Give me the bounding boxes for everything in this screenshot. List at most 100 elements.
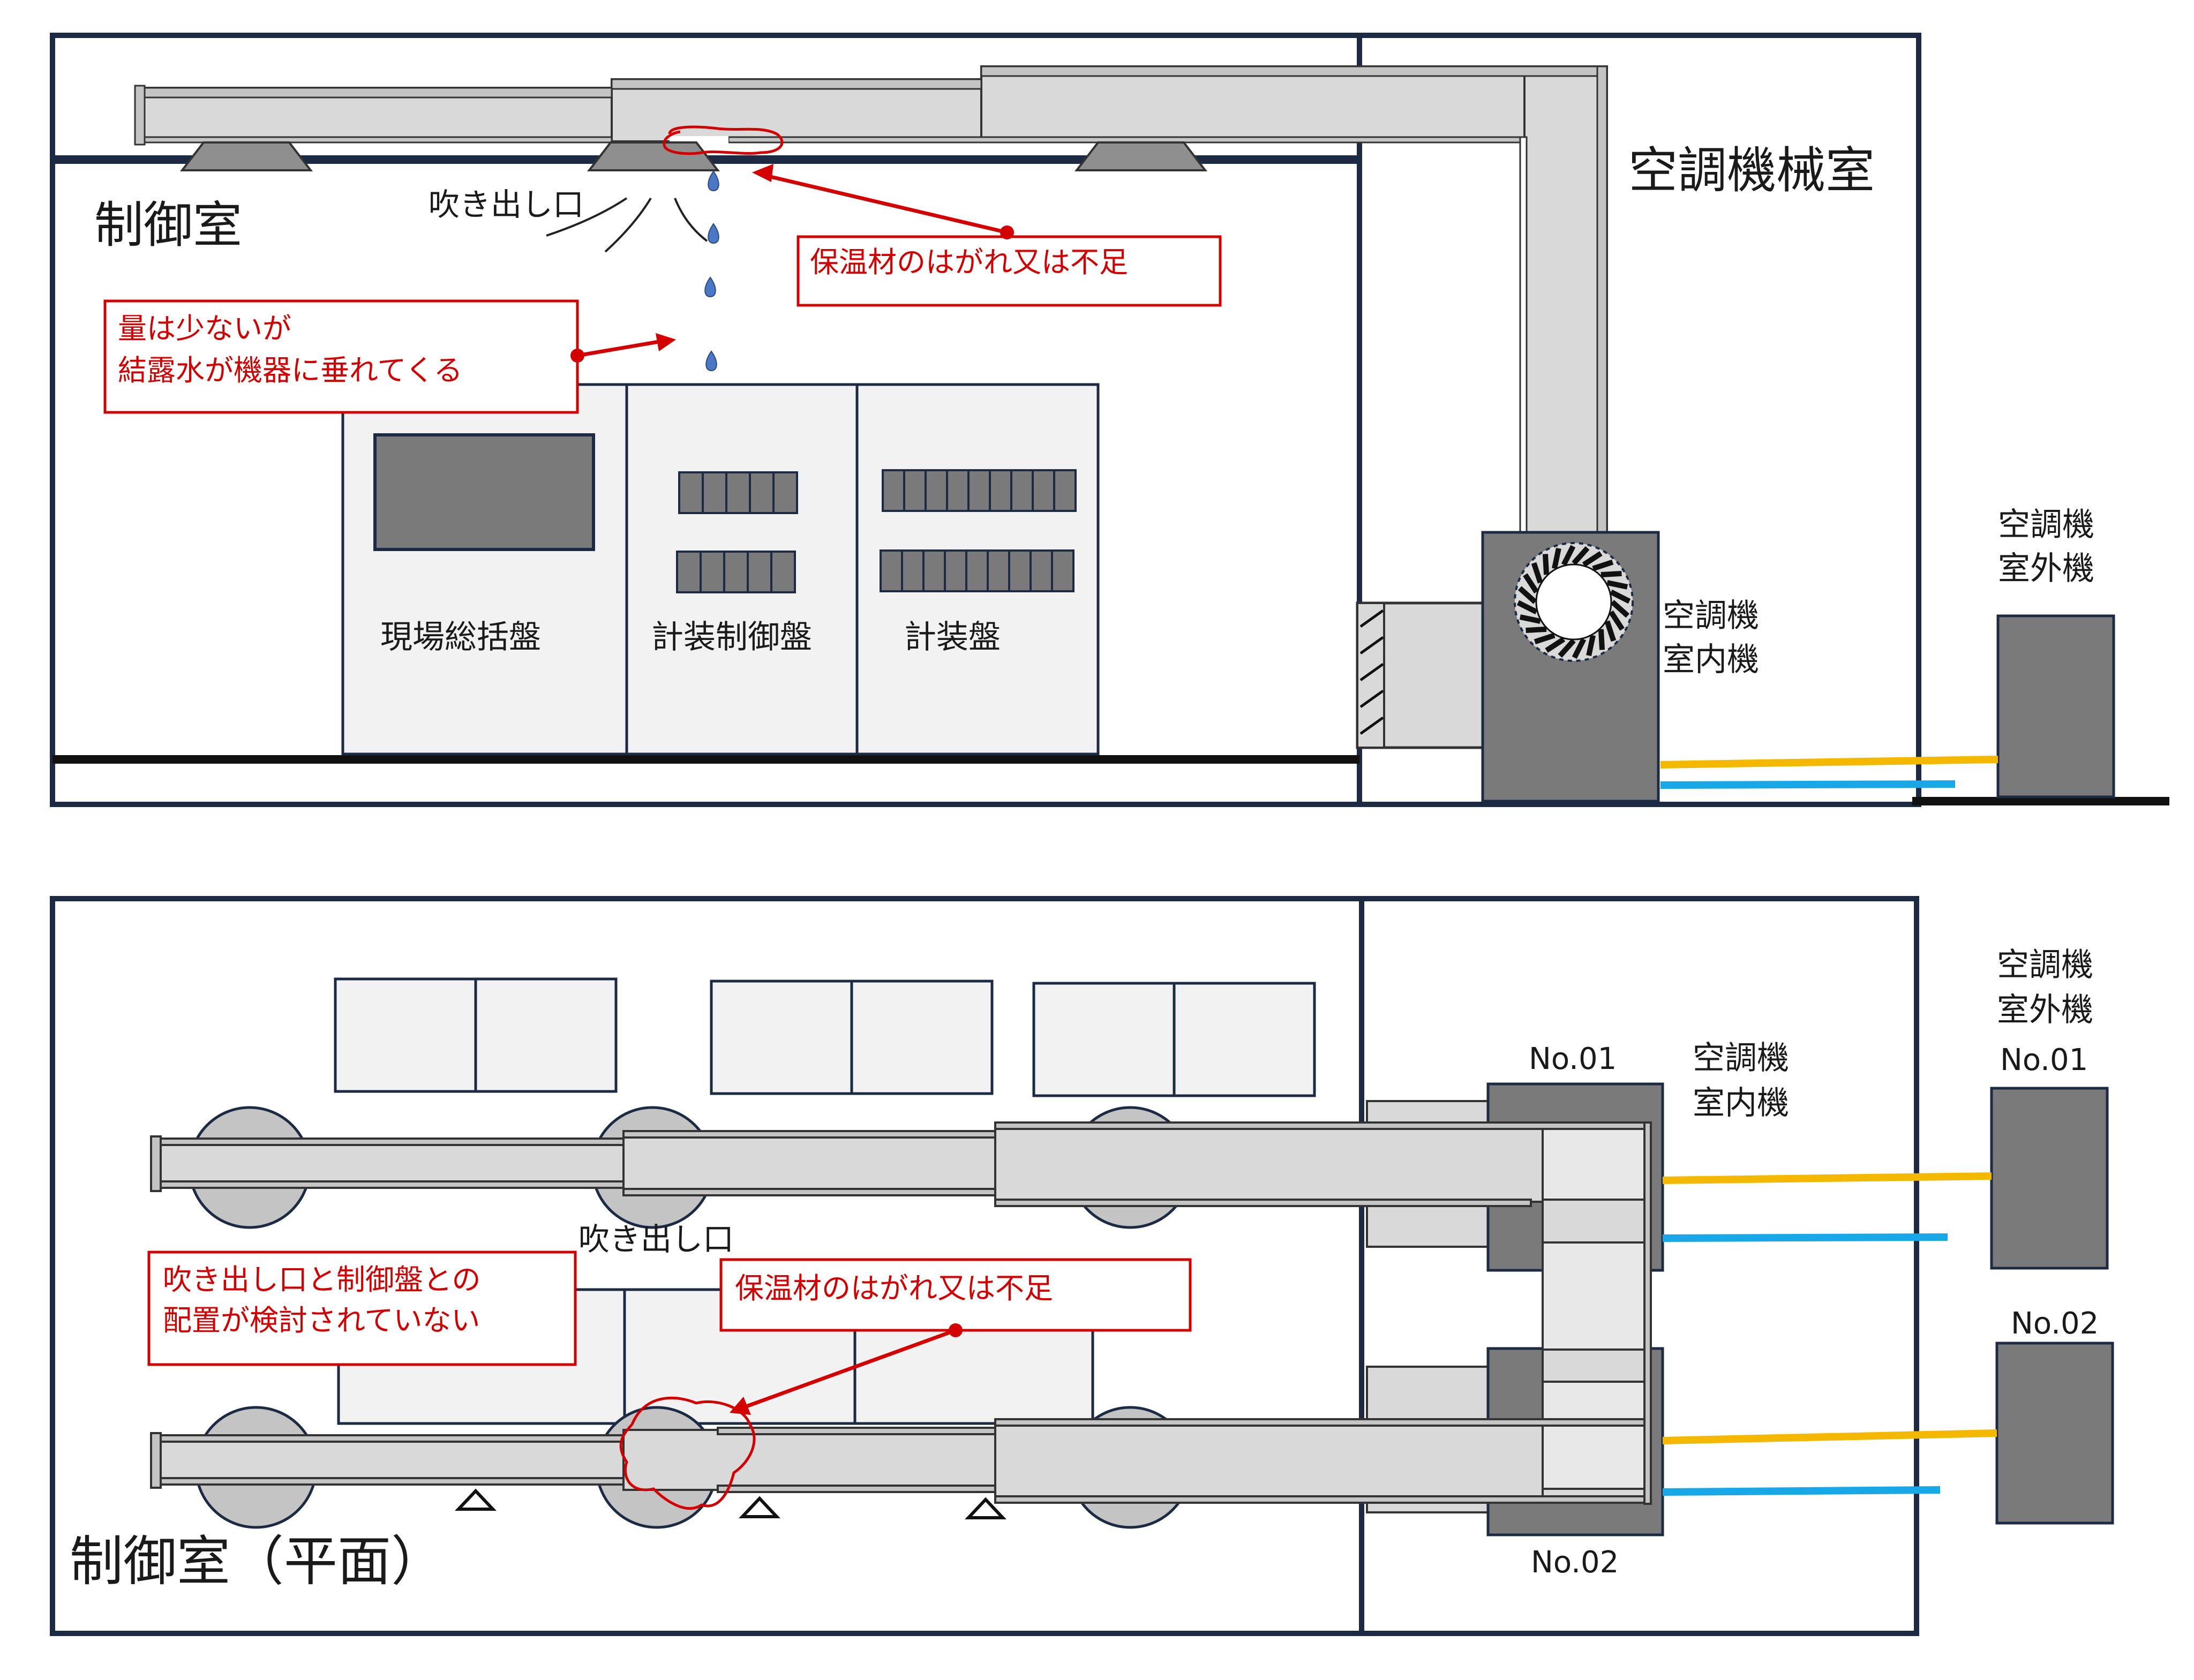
fan-blade <box>1542 554 1550 575</box>
callout-layout-box <box>147 1250 577 1366</box>
plan-outlet-label: 吹き出し口 <box>578 1221 734 1257</box>
terminal-slot <box>1032 469 1055 512</box>
terminal-slot <box>770 551 796 593</box>
section-outlet-label: 吹き出し口 <box>429 186 584 223</box>
plan-indoor-label-1: 空調機 <box>1693 1039 1789 1077</box>
callout-condensation-text-1: 量は少ないが <box>118 312 291 345</box>
panel-label-instrument: 計装盤 <box>904 619 1001 656</box>
terminal-slot <box>987 549 1010 592</box>
terminal-slot <box>747 551 772 593</box>
fan-blade <box>1598 629 1605 650</box>
fan-blade <box>1526 626 1547 634</box>
pipe-yellow-plan-2 <box>1662 1429 1997 1444</box>
terminal-slot <box>1051 549 1075 592</box>
callout-condensation-box <box>103 299 579 414</box>
plan-outdoor-label-1: 空調機 <box>1997 946 2093 984</box>
plan-view: 制御室（平面） 吹き出し口 吹き出し口と制御盤との 配置が検討されていない 保温… <box>50 896 2114 1636</box>
terminal-slot <box>1010 469 1034 512</box>
terminal-slot <box>702 471 727 514</box>
callout-layout-text-1: 吹き出し口と制御盤との <box>163 1263 480 1297</box>
pipe-yellow-section <box>1660 756 1998 769</box>
fan-blade <box>1610 589 1631 604</box>
callout-insulation-box <box>797 235 1222 307</box>
pipe-blue-plan-1 <box>1662 1233 1948 1242</box>
damage-marker-plan <box>619 1396 756 1510</box>
terminal-slot <box>1008 549 1032 592</box>
fan-blade <box>1610 600 1630 618</box>
terminal-slot <box>967 469 991 512</box>
terminal-slot <box>749 471 775 514</box>
terminal-slot <box>725 471 751 514</box>
fan-blade <box>1592 559 1614 571</box>
pipe-blue-plan-2 <box>1662 1486 1941 1496</box>
pipe-blue-section <box>1660 780 1956 789</box>
terminal-slot <box>772 471 798 514</box>
panel-label-instrument-control: 計装制御盤 <box>651 619 812 656</box>
outdoor-unit-section <box>1996 614 2115 798</box>
fan-blade <box>1552 547 1561 569</box>
terminal-slot <box>989 469 1012 512</box>
indoor-unit-no2: No.02 <box>1531 1545 1619 1580</box>
outdoor-unit-label-2: 室外機 <box>1998 550 2094 587</box>
fan-blade <box>1572 638 1587 659</box>
fan-blade <box>1601 570 1622 578</box>
fan-blade <box>1609 610 1625 631</box>
section-view: 制御室 空調機械室 吹き出し口 保温材のはがれ又は不足 量は少ないが 結露水が機… <box>50 33 2169 807</box>
fan-blade <box>1572 546 1590 566</box>
callout-condensation-text-2: 結露水が機器に垂れてくる <box>118 353 463 387</box>
fan-blade <box>1516 600 1538 615</box>
terminal-slot <box>676 551 702 593</box>
terminal-slot <box>903 469 927 512</box>
fan-blade <box>1534 632 1556 645</box>
outdoor-unit-no2: No.02 <box>2011 1306 2099 1341</box>
callout-condensation-arrow <box>577 340 659 358</box>
fan-blade <box>1582 551 1603 567</box>
callout-insulation-arrow <box>765 174 1008 235</box>
indoor-unit-no1: No.01 <box>1529 1042 1617 1076</box>
outdoor-unit-label-1: 空調機 <box>1998 506 2094 544</box>
terminal-slot <box>901 549 925 592</box>
callout-insulation-plan-arrow <box>742 1328 957 1410</box>
callout-insulation-plan-text: 保温材のはがれ又は不足 <box>735 1271 1053 1305</box>
callout-layout-text-2: 配置が検討されていない <box>163 1304 480 1337</box>
airflow-lines <box>546 197 708 253</box>
fan-blade <box>1523 573 1539 594</box>
fan-blade <box>1604 620 1617 642</box>
terminal-slot <box>946 469 970 512</box>
terminal-slot <box>965 549 989 592</box>
fan-blade <box>1606 580 1628 590</box>
terminal-slot <box>678 471 704 514</box>
duct-supports <box>455 1488 1006 1519</box>
terminal-slot <box>925 469 948 512</box>
indoor-unit-label-1: 空調機 <box>1663 597 1759 635</box>
fan-blade <box>1545 637 1566 653</box>
plan-outdoor-unit-1 <box>1990 1087 2109 1270</box>
panel-label-general: 現場総括盤 <box>380 619 541 656</box>
terminal-slot <box>944 549 967 592</box>
pipe-yellow-plan-1 <box>1662 1172 1992 1184</box>
control-panels <box>341 383 1100 756</box>
indoor-unit-label-2: 室内機 <box>1663 641 1759 679</box>
plan-outdoor-unit-2 <box>1995 1342 2114 1525</box>
outdoor-unit-no1: No.01 <box>2000 1043 2088 1078</box>
water-drops <box>704 170 719 372</box>
fan-blade <box>1586 635 1596 657</box>
fan-blade <box>1519 614 1541 624</box>
section-building-outline <box>50 33 1921 807</box>
ceiling-diffusers <box>179 141 1208 171</box>
terminal-blocks <box>676 469 1077 593</box>
machine-room-label: 空調機械室 <box>1628 142 1875 199</box>
fan-blade <box>1517 586 1537 604</box>
plan-room-label: 制御室（平面） <box>70 1530 445 1593</box>
fan-blade <box>1558 638 1576 658</box>
plan-outdoor-label-2: 室外機 <box>1997 991 2093 1029</box>
terminal-slot <box>723 551 749 593</box>
terminal-slot <box>922 549 946 592</box>
terminal-slot <box>1030 549 1053 592</box>
fan-blade <box>1531 562 1543 584</box>
section-room-label: 制御室 <box>94 197 242 254</box>
callout-insulation-text: 保温材のはがれ又は不足 <box>810 245 1128 279</box>
terminal-slot <box>880 549 903 592</box>
fan-blade <box>1561 545 1576 566</box>
